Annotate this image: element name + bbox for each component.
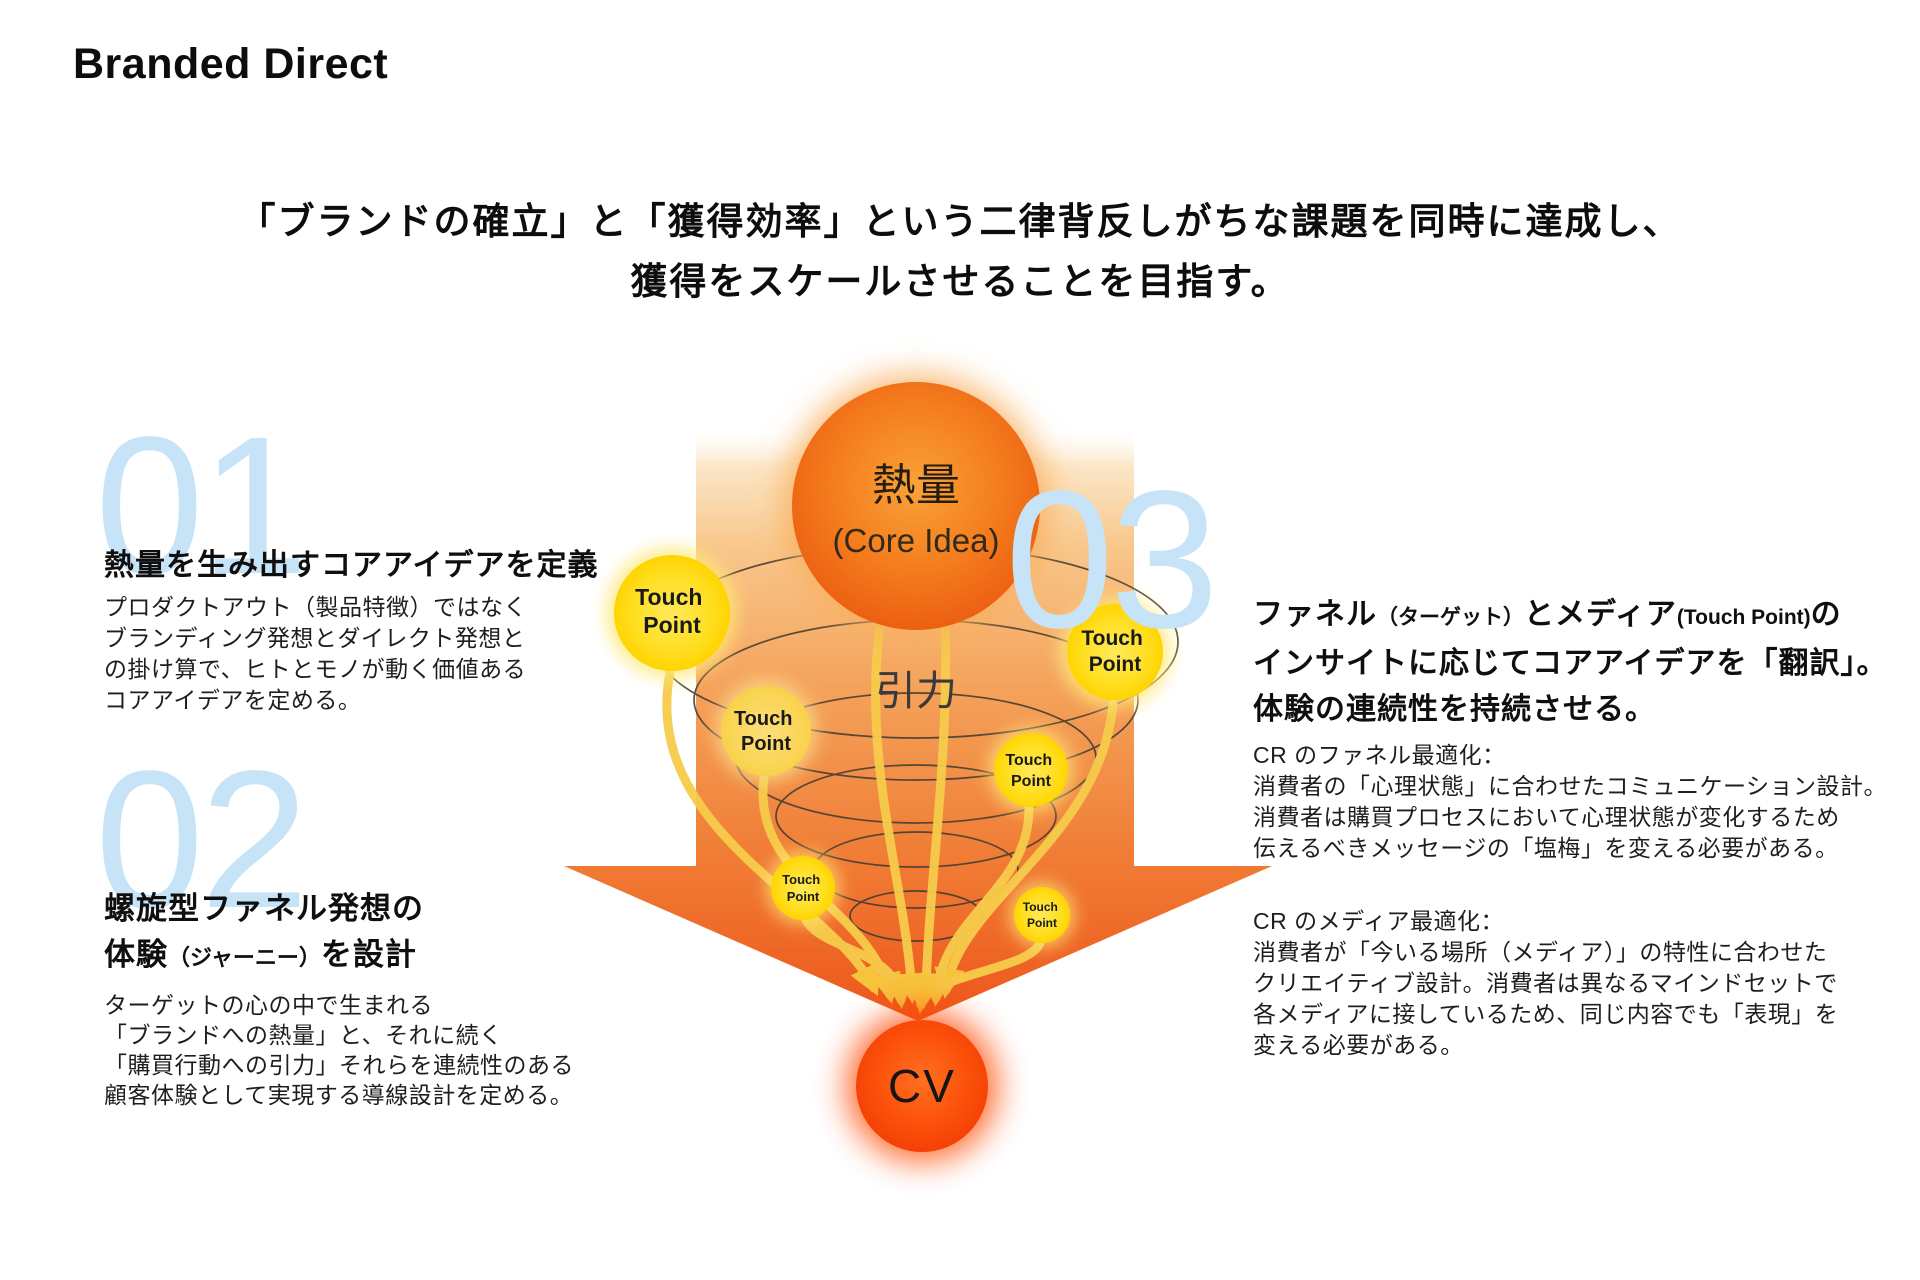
touch-point-label: Touch xyxy=(1005,752,1052,769)
section-02-body: ターゲットの心の中で生まれる 「ブランドへの熱量」と、それに続く 「購買行動への… xyxy=(104,992,574,1108)
subtitle: 「ブランドの確立」と「獲得効率」という二律背反しがちな課題を同時に達成し、 獲得… xyxy=(0,192,1920,312)
touch-point-2: Touch Point xyxy=(1059,596,1171,708)
touch-point-5: Touch Point xyxy=(766,851,840,925)
svg-text:Touch Point: Touch Point xyxy=(635,584,709,638)
svg-text:Touch Point: Touch Point xyxy=(1081,627,1148,676)
touch-point-1: Touch Point xyxy=(606,547,738,679)
section-03-heading-line2: インサイトに応じてコアアイデアを「翻訳」。 xyxy=(1253,647,1888,680)
gravity-label: 引力 xyxy=(875,668,957,714)
svg-text:Touch Point: Touch Point xyxy=(1005,752,1056,790)
core-label-en: (Core Idea) xyxy=(833,522,1000,559)
touch-point-6: Touch Point xyxy=(1009,882,1075,948)
section-02-heading-line1: 螺旋型ファネル発想の xyxy=(104,891,424,926)
touch-point-label: Touch xyxy=(1023,900,1058,914)
section-03-body-2: CR のメディア最適化： 消費者が「今いる場所（メディア）」の特性に合わせた ク… xyxy=(1253,908,1839,1058)
big-down-arrow xyxy=(564,424,1272,1021)
subtitle-line-2: 獲得をスケールさせることを目指す。 xyxy=(630,261,1290,302)
cv-label: CV xyxy=(888,1060,956,1112)
section-02-heading: 螺旋型ファネル発想の 体験（ジャーニー）を設計 xyxy=(104,886,424,981)
section-03-heading-line3: 体験の連続性を持続させる。 xyxy=(1253,693,1656,726)
section-02-number: 02 xyxy=(95,730,309,949)
section-03-number: 03 xyxy=(1005,450,1219,669)
touch-point-label: Touch xyxy=(782,872,820,887)
touch-point-label: Touch xyxy=(734,708,793,730)
section-03-heading-line1: ファネル（ターゲット）とメディア(Touch Point)の xyxy=(1253,598,1842,631)
section-03-heading: ファネル（ターゲット）とメディア(Touch Point)の インサイトに応じて… xyxy=(1253,592,1888,733)
touch-point-label: Touch xyxy=(1081,627,1142,650)
section-01-number: 01 xyxy=(95,396,309,615)
touch-point-label: Touch xyxy=(635,584,702,610)
section-02-heading-line2: 体験（ジャーニー）を設計 xyxy=(104,937,417,972)
touch-point-4: Touch Point xyxy=(988,727,1074,813)
svg-text:Touch Point: Touch Point xyxy=(782,872,824,904)
core-idea-circle: 熱量 (Core Idea) xyxy=(784,374,1048,638)
subtitle-line-1: 「ブランドの確立」と「獲得効率」という二律背反しがちな課題を同時に達成し、 xyxy=(238,201,1682,242)
section-01-body: プロダクトアウト（製品特徴）ではなく ブランディング発想とダイレクト発想と の掛… xyxy=(104,594,527,713)
touch-point-3: Touch Point xyxy=(714,679,818,783)
svg-text:Touch Point: Touch Point xyxy=(1023,900,1061,930)
svg-text:Touch Point: Touch Point xyxy=(734,708,798,755)
section-03-body-1: CR のファネル最適化： 消費者の「心理状態」に合わせたコミュニケーション設計。… xyxy=(1253,742,1888,861)
cv-circle: CV xyxy=(846,1010,998,1162)
core-label-ja: 熱量 xyxy=(872,461,960,510)
page-title: Branded Direct xyxy=(73,40,389,88)
section-01-heading: 熱量を生み出すコアアイデアを定義 xyxy=(104,549,599,582)
